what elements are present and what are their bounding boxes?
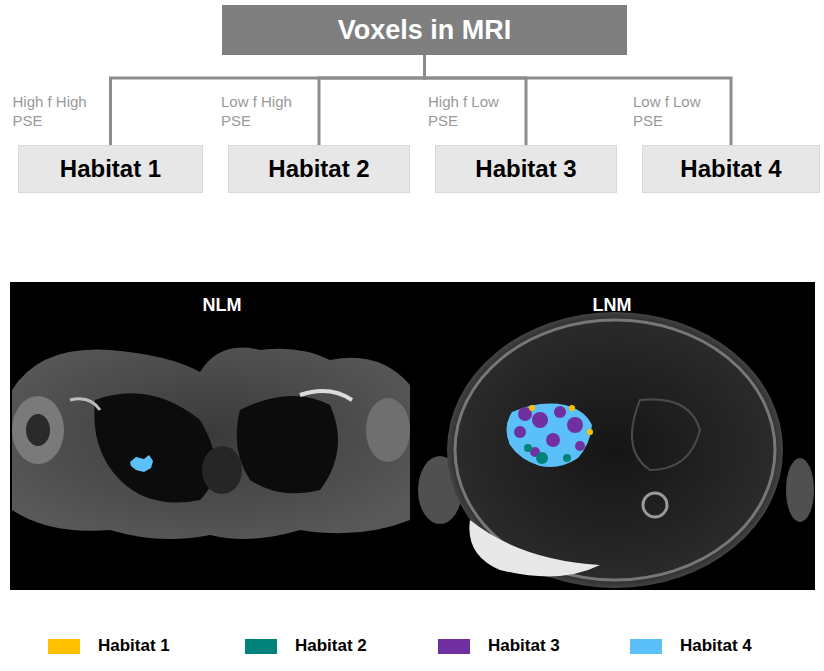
legend-text: Habitat 3: [488, 636, 560, 656]
legend-text: Habitat 4: [680, 636, 752, 656]
habitat-box: Habitat 1: [18, 145, 203, 193]
edge-label: High f High PSE: [13, 92, 103, 130]
box-text: Habitat 1: [60, 155, 161, 183]
box-text: Habitat 3: [475, 155, 576, 183]
tree-connector: [319, 55, 425, 145]
nlm-scan: [12, 348, 410, 539]
habitat-box: Habitat 4: [642, 145, 820, 193]
box-text: Voxels in MRI: [338, 15, 512, 46]
legend-text: Habitat 1: [98, 636, 170, 656]
legend-swatch: [48, 639, 80, 654]
panel-label: NLM: [203, 295, 242, 316]
tree-connector: [111, 55, 425, 145]
legend-entry: Habitat 4: [630, 636, 752, 656]
image-ground: [10, 282, 815, 590]
box-text: Habitat 2: [268, 155, 369, 183]
habitat-box: Habitat 2: [228, 145, 410, 193]
legend-entry: Habitat 1: [48, 636, 170, 656]
legend-swatch: [438, 639, 470, 654]
legend-entry: Habitat 2: [245, 636, 367, 656]
legend-swatch: [630, 639, 662, 654]
lnm-scan: [418, 312, 814, 588]
habitat-box: Habitat 3: [435, 145, 617, 193]
edge-label: Low f High PSE: [221, 92, 311, 130]
tree-connector: [425, 55, 732, 145]
edge-label: Low f Low PSE: [633, 92, 723, 130]
tree-connector: [425, 55, 527, 145]
edge-label: High f Low PSE: [428, 92, 518, 130]
legend-swatch: [245, 639, 277, 654]
panel-label: LNM: [593, 295, 632, 316]
root-box: Voxels in MRI: [222, 5, 627, 55]
legend-text: Habitat 2: [295, 636, 367, 656]
box-text: Habitat 4: [680, 155, 781, 183]
legend-entry: Habitat 3: [438, 636, 560, 656]
